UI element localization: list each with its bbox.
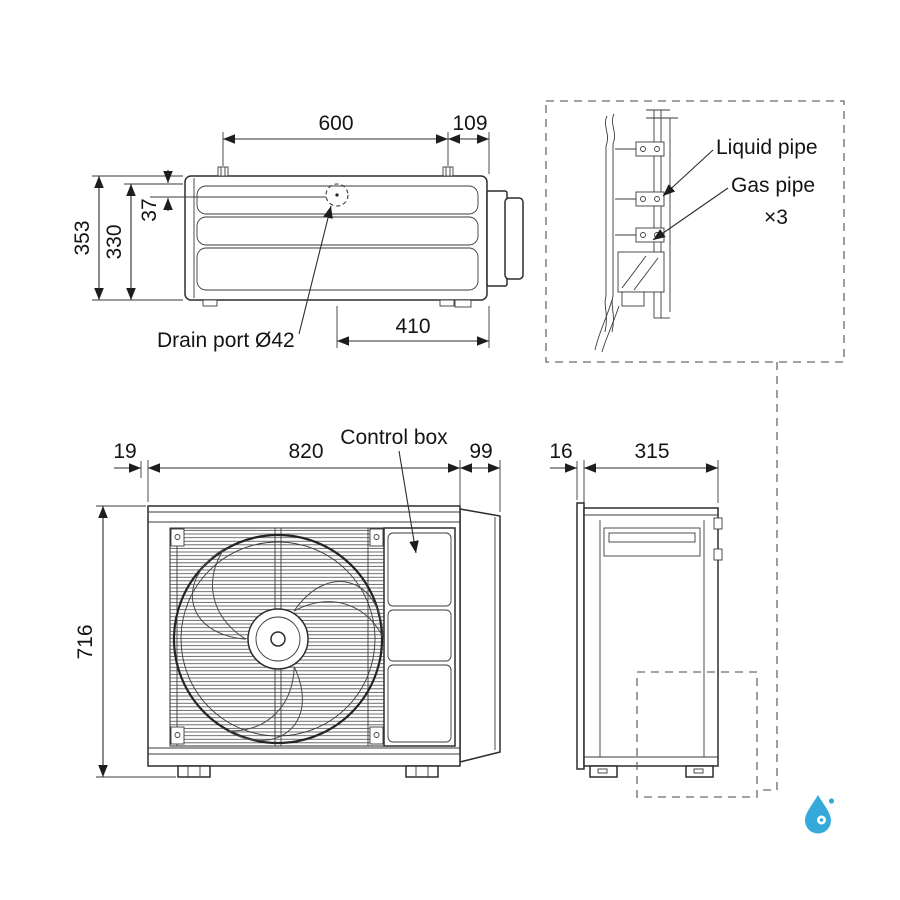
grille-corner-pads [170, 528, 384, 745]
dim-16: 16 [549, 440, 572, 463]
times-3-label: ×3 [764, 206, 788, 229]
pipe-curve [594, 299, 613, 351]
control-box-label: Control box [340, 426, 448, 449]
fin-row [196, 216, 479, 246]
pipe-fitting [615, 191, 665, 207]
side-view-front-panel [576, 502, 585, 770]
pipe-fitting [615, 227, 665, 243]
control-box [383, 527, 456, 747]
dim-99: 99 [469, 440, 492, 463]
dim-600: 600 [318, 112, 353, 135]
foot-mark [454, 299, 472, 308]
fin-row [196, 247, 479, 291]
control-box-leader [398, 450, 419, 554]
drain-port [325, 183, 349, 207]
front-view: 19 820 99 716 Control box [74, 426, 501, 778]
dim-19: 19 [113, 440, 136, 463]
dim-716: 716 [74, 624, 97, 659]
pipe-detail-view: Liquid pipe Gas pipe ×3 [545, 100, 845, 363]
drain-port-center [335, 193, 339, 197]
dim-37: 37 [138, 198, 161, 221]
liquid-pipe-label: Liquid pipe [716, 136, 818, 159]
fan [172, 533, 384, 745]
detail-boundary [545, 100, 845, 363]
front-view-dimensions: 19 820 99 716 Control box [74, 426, 501, 778]
dim-410: 410 [395, 315, 430, 338]
side-view: 16 315 [549, 440, 758, 798]
foot-mark [202, 299, 218, 307]
gas-pipe-leader [652, 187, 729, 241]
pipe-curve [601, 305, 620, 353]
drain-port-leader [298, 205, 333, 335]
side-feet [589, 765, 714, 778]
front-view-side-panel [459, 508, 501, 763]
liquid-pipe-leader [662, 149, 714, 197]
drop-icon [805, 795, 831, 834]
pipe-fitting [615, 141, 665, 157]
mount-tabs [217, 166, 454, 177]
fan-blades [191, 548, 384, 741]
foot-mark [439, 299, 455, 307]
dim-330: 330 [103, 224, 126, 259]
dim-820: 820 [288, 440, 323, 463]
front-feet [177, 765, 439, 778]
drop-icon-swirl-dot [819, 818, 824, 822]
side-view-dimensions: 16 315 [549, 440, 719, 503]
valve-assembly [617, 251, 665, 307]
dim-315: 315 [634, 440, 669, 463]
drain-port-label: Drain port Ø42 [157, 329, 295, 352]
gas-pipe-label: Gas pipe [731, 174, 815, 197]
top-view: 600 109 353 330 37 410 Drain port Ø42 [71, 112, 524, 352]
dim-109: 109 [452, 112, 487, 135]
side-tab [713, 548, 723, 561]
water-drop-logo [805, 795, 835, 834]
side-tab [713, 517, 723, 530]
fin-row [196, 185, 479, 215]
top-view-dimensions: 600 109 353 330 37 410 Drain port Ø42 [71, 112, 490, 352]
valve-cover [486, 190, 524, 287]
dim-353: 353 [71, 220, 94, 255]
drop-icon-dot [828, 798, 835, 804]
detail-reference-line [757, 362, 778, 791]
pipe-area-highlight [636, 671, 758, 798]
